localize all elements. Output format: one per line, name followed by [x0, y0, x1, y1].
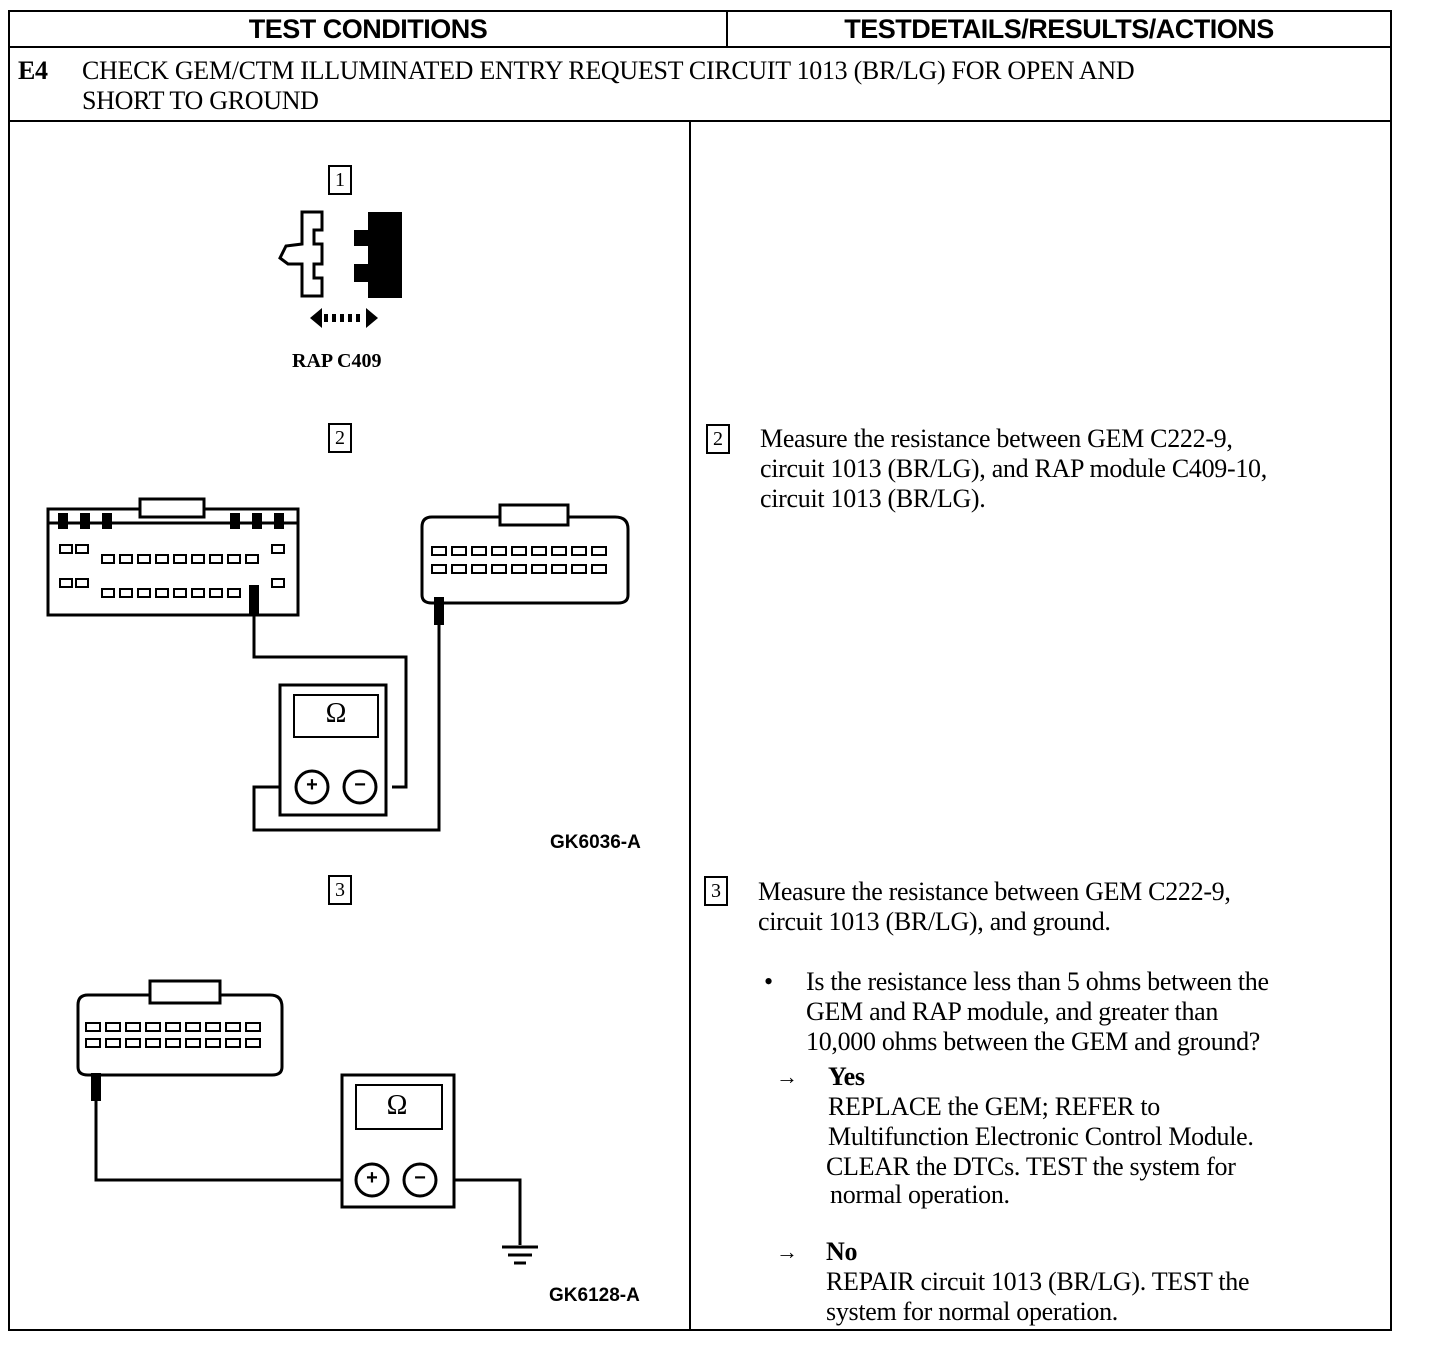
- gem-to-rap-resistance-diagram: [46, 497, 630, 832]
- yes-line-1: REPLACE the GEM; REFER to: [828, 1092, 1160, 1121]
- left-step-1-box: 1: [328, 165, 352, 195]
- no-line-1: REPAIR circuit 1013 (BR/LG). TEST the: [826, 1267, 1250, 1296]
- right-step-3-box: 3: [704, 876, 728, 906]
- gem-to-ground-resistance-diagram: [76, 979, 538, 1265]
- step2-line-3: circuit 1013 (BR/LG).: [760, 484, 986, 513]
- question-line-1: Is the resistance less than 5 ohms betwe…: [806, 967, 1269, 996]
- step3-line-2: circuit 1013 (BR/LG), and ground.: [758, 907, 1111, 936]
- step-id: E4: [18, 56, 48, 85]
- left-step-3-box: 3: [328, 875, 352, 905]
- yes-line-2: Multifunction Electronic Control Module.: [828, 1122, 1254, 1151]
- question-line-2: GEM and RAP module, and greater than: [806, 997, 1219, 1026]
- yes-arrow: →: [776, 1064, 798, 1089]
- header-test-details: TESTDETAILS/RESULTS/ACTIONS: [844, 14, 1274, 44]
- figure-id-2: GK6128-A: [549, 1285, 640, 1306]
- left-step-2-box: 2: [328, 423, 352, 453]
- minus-terminal-2: −: [414, 1167, 426, 1189]
- figure-id-1: GK6036-A: [550, 832, 641, 853]
- step-title-line1: CHECK GEM/CTM ILLUMINATED ENTRY REQUEST …: [82, 56, 1135, 85]
- step2-line-1: Measure the resistance between GEM C222-…: [760, 424, 1233, 453]
- yes-label: Yes: [828, 1062, 865, 1091]
- right-step-2-box: 2: [706, 424, 730, 454]
- step2-line-2: circuit 1013 (BR/LG), and RAP module C40…: [760, 454, 1267, 483]
- plus-terminal-2: +: [366, 1167, 378, 1189]
- connector-caption: RAP C409: [292, 350, 382, 372]
- step-title-line2: SHORT TO GROUND: [82, 86, 319, 115]
- minus-terminal-1: −: [354, 774, 366, 796]
- step3-line-1: Measure the resistance between GEM C222-…: [758, 877, 1231, 906]
- question-bullet: •: [764, 967, 773, 996]
- yes-line-3: CLEAR the DTCs. TEST the system for: [826, 1152, 1236, 1181]
- gem-connector: [46, 497, 300, 617]
- question-line-3: 10,000 ohms between the GEM and ground?: [806, 1027, 1261, 1056]
- ohm-symbol-2: Ω: [386, 1090, 408, 1121]
- no-label: No: [826, 1237, 858, 1266]
- gem-connector-2: [76, 979, 284, 1077]
- no-arrow: →: [776, 1239, 798, 1264]
- rap-connector: [420, 503, 630, 605]
- header-test-conditions: TEST CONDITIONS: [248, 14, 488, 44]
- plus-terminal-1: +: [306, 774, 318, 796]
- yes-line-4: normal operation.: [830, 1180, 1010, 1209]
- ohm-symbol-1: Ω: [325, 698, 347, 729]
- connector-disconnect-illustration: [278, 210, 402, 328]
- no-line-2: system for normal operation.: [826, 1297, 1118, 1326]
